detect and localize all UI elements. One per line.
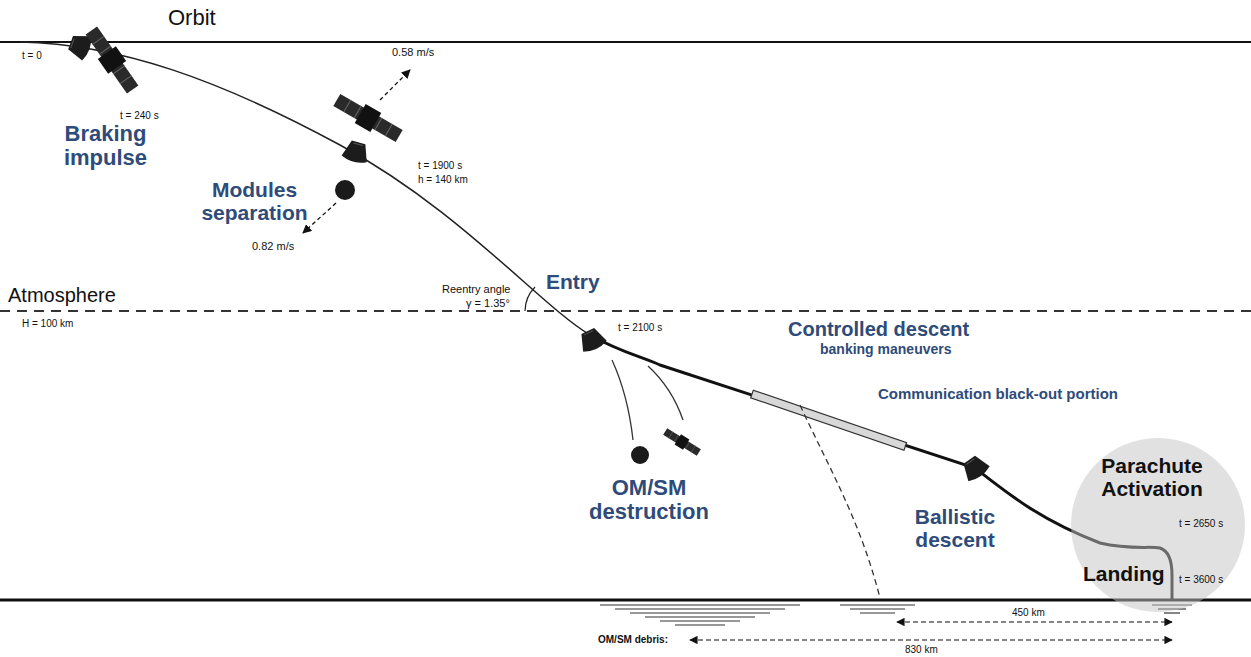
phase-title: Entry	[546, 270, 600, 293]
time-label: t = 0	[22, 50, 42, 61]
velocity-label: 0.58 m/s	[392, 46, 434, 58]
debris-path	[648, 366, 683, 420]
time-label: t = 1900 s	[418, 160, 462, 171]
distance-arrow	[690, 639, 1172, 640]
phase-title: Parachute Activation	[1077, 454, 1227, 500]
phase-title: Ballistic descent	[900, 505, 1010, 551]
distance-arrow	[897, 621, 1172, 622]
altitude-label: H = 100 km	[22, 318, 73, 329]
atmosphere-label: Atmosphere	[8, 284, 116, 306]
altitude-label: h = 140 km	[418, 174, 468, 185]
capsule-icon	[959, 452, 992, 483]
ballistic-path	[800, 405, 880, 598]
ground-line	[0, 599, 1251, 602]
time-label: t = 3600 s	[1179, 574, 1223, 585]
spacecraft-icon	[82, 24, 141, 96]
phase-note: Communication black-out portion	[878, 386, 1118, 403]
capsule-icon	[576, 325, 608, 354]
angle-arc	[525, 287, 535, 311]
service-module-icon	[662, 426, 702, 457]
angle-label: γ = 1.35°	[466, 297, 510, 309]
distance-label: 450 km	[1012, 607, 1045, 618]
orbital-module-icon	[631, 446, 649, 464]
phase-title: Braking impulse	[48, 122, 163, 170]
orbit-label: Orbit	[168, 6, 216, 30]
time-label: t = 2650 s	[1179, 518, 1223, 529]
phase-title: Controlled descent	[788, 318, 969, 340]
orbit-line	[0, 41, 1251, 43]
atmosphere-line	[0, 310, 1251, 312]
distance-label: 830 km	[905, 644, 938, 655]
velocity-label: 0.82 m/s	[252, 240, 294, 252]
velocity-arrow	[303, 203, 336, 233]
landing-zone-circle: Parachute Activation t = 2650 s Landing t =…	[1071, 438, 1245, 612]
orbital-module-icon	[335, 180, 355, 200]
phase-title: Landing	[1083, 562, 1165, 585]
phase-title: Modules separation	[192, 178, 317, 224]
phase-subtitle: banking maneuvers	[820, 342, 952, 357]
debris-label: OM/SM debris:	[598, 634, 668, 645]
capsule-icon	[341, 139, 371, 165]
angle-label: Reentry angle	[442, 283, 511, 295]
debris-path	[612, 360, 633, 440]
service-module-icon	[331, 90, 404, 145]
phase-title: OM/SM destruction	[574, 476, 724, 524]
time-label: t = 2100 s	[618, 322, 662, 333]
time-label: t = 240 s	[120, 110, 159, 121]
debris-hatching	[600, 605, 1192, 625]
velocity-arrow	[380, 70, 410, 100]
